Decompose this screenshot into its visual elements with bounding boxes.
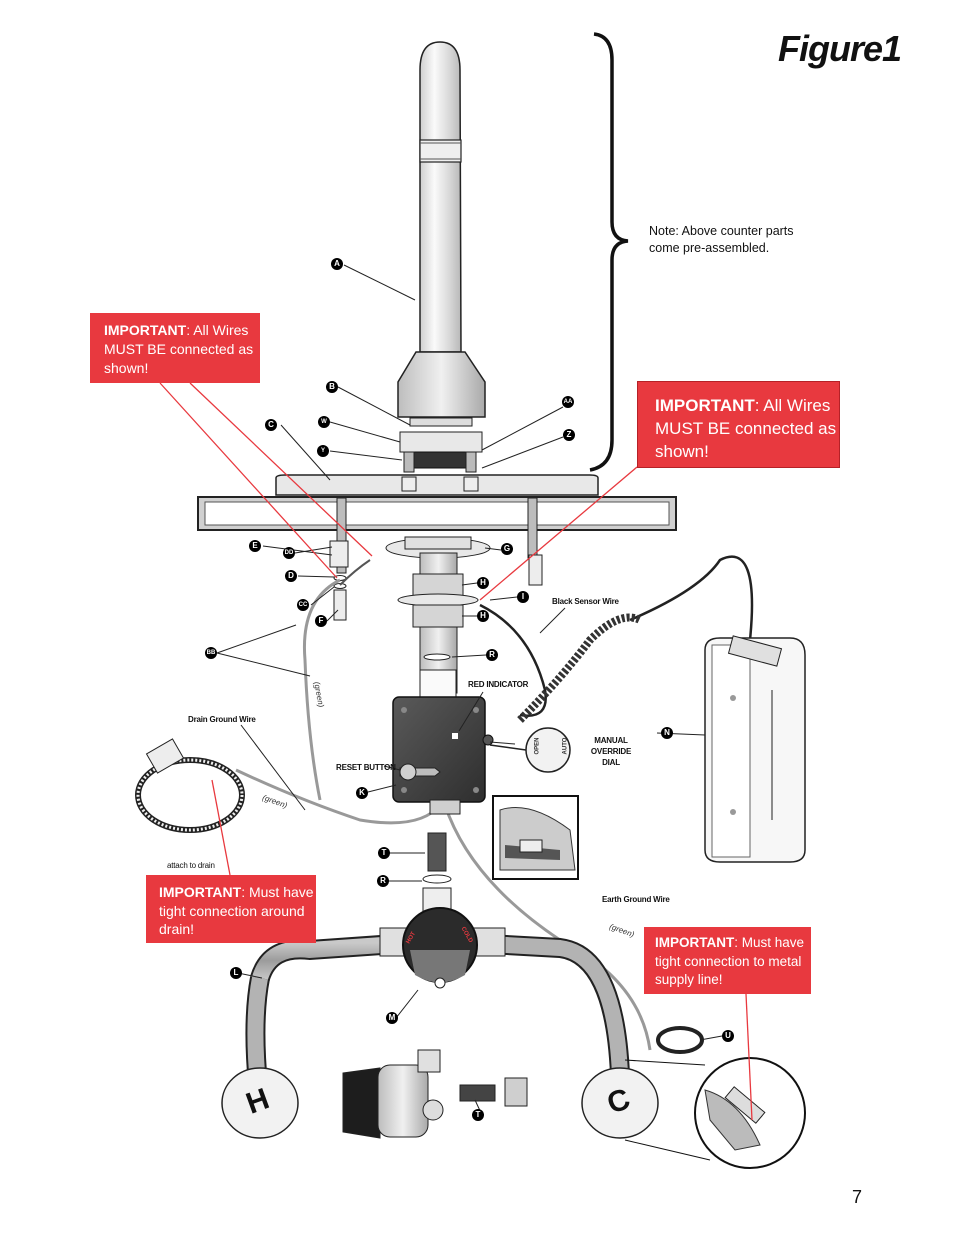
mounting-studs [329, 497, 543, 621]
marker-r-lower: R [377, 875, 389, 887]
callout-leaders [159, 382, 753, 1121]
leader-lines [216, 264, 723, 1116]
marker-dd: DD [283, 547, 295, 559]
callout-bold: IMPORTANT [655, 935, 735, 950]
solenoid-valve [342, 1049, 528, 1139]
marker-bb: BB [205, 647, 217, 659]
marker-e: E [249, 540, 261, 552]
marker-b: B [326, 381, 338, 393]
marker-k: K [356, 787, 368, 799]
callout-text: : All Wires MUST BE connected as shown! [655, 396, 837, 461]
figure-title: Figure1 [778, 28, 902, 69]
pre-assembled-brace [589, 32, 629, 472]
marker-h-upper: H [477, 577, 489, 589]
marker-cc: CC [297, 599, 309, 611]
callout-supply: IMPORTANT: Must have tight connection to… [644, 927, 811, 994]
battery-pack [704, 635, 806, 863]
pre-assembled-note: Note: Above counter parts come pre-assem… [649, 224, 794, 255]
marker-i: I [517, 591, 529, 603]
callout-wires-left: IMPORTANT: All Wires MUST BE connected a… [90, 313, 260, 383]
label-black-sensor-wire: Black Sensor Wire [552, 597, 619, 606]
ground-clamp-detail [624, 1026, 806, 1169]
label-earth-ground-wire: Earth Ground Wire [602, 895, 670, 904]
dial-auto-label: AUTO [562, 737, 569, 755]
marker-l: L [230, 967, 242, 979]
base-plate [275, 474, 599, 496]
callout-wires-right: IMPORTANT: All Wires MUST BE connected a… [637, 381, 840, 468]
marker-f: F [315, 615, 327, 627]
callout-text: : Must have tight connection around drai… [159, 884, 314, 937]
connection-detail [492, 795, 579, 880]
marker-z: Z [563, 429, 575, 441]
marker-t-upper: T [378, 847, 390, 859]
page-number: 7 [852, 1187, 863, 1207]
label-attach-to-drain: attach to drain [167, 861, 215, 870]
marker-aa: AA [562, 396, 574, 408]
callout-bold: IMPORTANT [159, 884, 242, 900]
marker-u: U [722, 1030, 734, 1042]
marker-t-lower: T [472, 1109, 484, 1121]
marker-n: N [661, 727, 673, 739]
label-manual-override: MANUAL OVERRIDE DIAL [590, 736, 632, 767]
marker-h-lower: H [477, 610, 489, 622]
marker-w: W [318, 416, 330, 428]
callout-text: : All Wires MUST BE connected as shown! [104, 322, 254, 376]
label-red-indicator: RED INDICATOR [468, 680, 529, 689]
spout [397, 41, 486, 469]
marker-m: M [386, 1012, 398, 1024]
mixing-valve [245, 907, 630, 1086]
marker-r-upper: R [486, 649, 498, 661]
drain-clamp [135, 738, 245, 833]
marker-d: D [285, 570, 297, 582]
marker-a: A [331, 258, 343, 270]
marker-y: Y [317, 445, 329, 457]
callout-bold: IMPORTANT [104, 322, 187, 338]
supply-handles [221, 1067, 659, 1139]
base-terminals [401, 451, 479, 492]
callout-drain: IMPORTANT: Must have tight connection ar… [146, 875, 316, 943]
tee-fittings [422, 832, 452, 919]
shank-assembly [385, 536, 491, 699]
marker-g: G [501, 543, 513, 555]
marker-c: C [265, 419, 277, 431]
control-module [392, 696, 494, 815]
callout-text: : Must have tight connection to metal su… [655, 935, 805, 987]
callout-bold: IMPORTANT [655, 396, 755, 415]
label-reset-button: RESET BUTTON [336, 763, 396, 772]
label-drain-ground-wire: Drain Ground Wire [188, 715, 256, 724]
dial-open-label: OPEN [534, 737, 541, 755]
